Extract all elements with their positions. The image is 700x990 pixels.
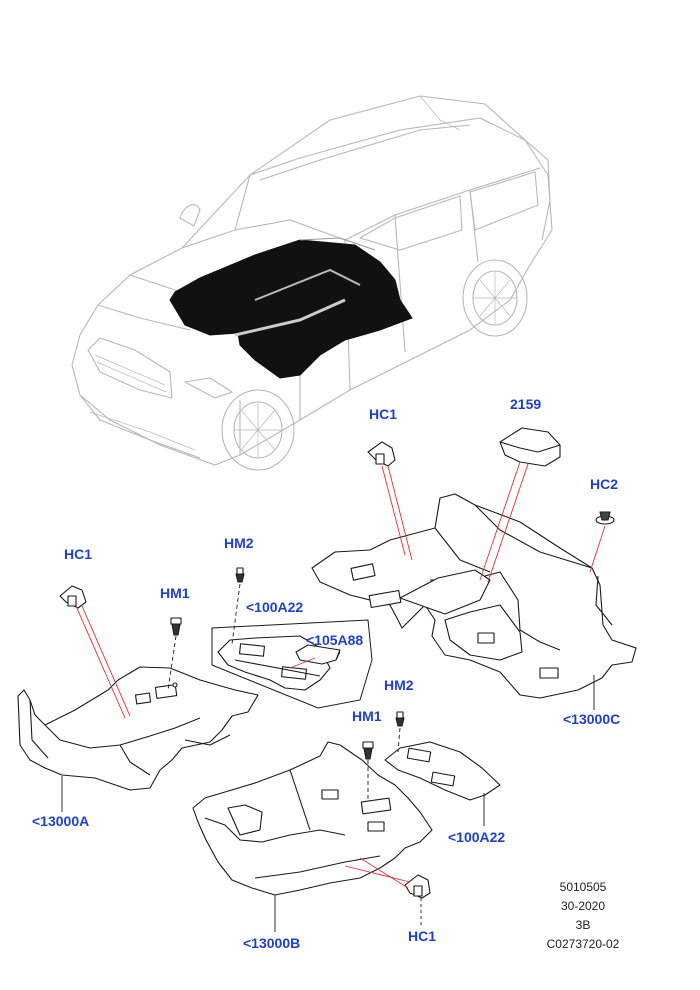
callout-hc1-left[interactable]: HC1 — [64, 546, 93, 562]
callout-100a22-bottom[interactable]: <100A22 — [448, 829, 506, 845]
panel-100a22-bottom[interactable] — [384, 741, 501, 801]
hc1-clip-left[interactable] — [59, 585, 87, 609]
callout-hc1-bottom[interactable]: HC1 — [408, 928, 437, 944]
hm2-fastener-right[interactable] — [395, 711, 405, 727]
callout-13000b[interactable]: <13000B — [243, 935, 301, 951]
carpet-13000b[interactable] — [192, 741, 433, 896]
callout-hc1-top[interactable]: HC1 — [369, 406, 398, 422]
hc2-clip[interactable] — [595, 511, 615, 525]
carpet-13000a[interactable] — [17, 666, 259, 791]
hc1-clip-top[interactable] — [367, 441, 396, 467]
reference-number: 5010505 — [559, 880, 607, 894]
reference-date: 30-2020 — [560, 899, 606, 913]
callout-2159[interactable]: 2159 — [510, 396, 542, 412]
callout-13000a[interactable]: <13000A — [32, 813, 90, 829]
foam-block-2159[interactable] — [499, 427, 561, 467]
hm1-fastener-left[interactable] — [170, 617, 182, 636]
callout-hm1-mid[interactable]: HM1 — [352, 708, 382, 724]
callout-13000c[interactable]: <13000C — [563, 711, 621, 727]
callout-hm2-mid[interactable]: HM2 — [224, 535, 254, 551]
vehicle-carpet-highlight — [169, 237, 413, 379]
reference-illustration-id: C0273720-02 — [546, 937, 620, 951]
bracket-box-100a22 — [211, 619, 373, 709]
diagram-reference-block: 5010505 30-2020 3B C0273720-02 — [528, 878, 638, 954]
hm1-fastener-mid[interactable] — [362, 741, 374, 760]
callout-hc2[interactable]: HC2 — [590, 476, 619, 492]
callout-hm2-right[interactable]: HM2 — [384, 677, 414, 693]
carpet-13000c[interactable] — [311, 493, 637, 699]
reference-code: 3B — [575, 918, 591, 932]
leader-lines — [61, 461, 606, 932]
callout-100a22-top[interactable]: <100A22 — [246, 599, 304, 615]
vehicle-illustration — [71, 95, 553, 471]
hm2-fastener-mid[interactable] — [235, 567, 245, 583]
hc1-clip-bottom[interactable] — [404, 874, 431, 899]
callout-105a88[interactable]: <105A88 — [306, 632, 364, 648]
callout-hm1-left[interactable]: HM1 — [160, 585, 190, 601]
